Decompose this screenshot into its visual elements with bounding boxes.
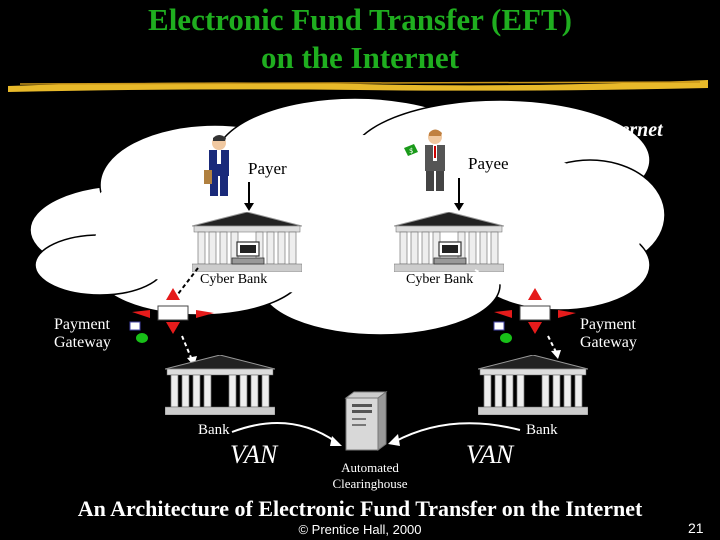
payment-gateway-left-label: Payment Gateway bbox=[54, 316, 111, 351]
cyberbank-left-to-gateway-arrow bbox=[177, 267, 199, 295]
van-right-label: VAN bbox=[466, 440, 514, 469]
svg-text:$: $ bbox=[409, 147, 413, 155]
bank-left-icon bbox=[165, 355, 275, 415]
payee-to-cyberbank-arrow bbox=[454, 178, 464, 211]
bank-right-icon bbox=[478, 355, 588, 415]
payer-label: Payer bbox=[248, 159, 287, 178]
bank-left-label: Bank bbox=[198, 422, 230, 438]
page-number: 21 bbox=[688, 520, 704, 536]
slide-title-line1: Electronic Fund Transfer (EFT) bbox=[148, 2, 572, 37]
title-underline bbox=[8, 80, 708, 92]
payer-person-icon bbox=[204, 135, 229, 196]
internet-cloud bbox=[29, 97, 666, 336]
payment-gateway-left-icon bbox=[129, 288, 214, 343]
clearinghouse-server-icon bbox=[344, 391, 388, 451]
van-left-arrow bbox=[231, 422, 342, 446]
payment-gateway-right-icon bbox=[493, 288, 576, 343]
payee-person-icon: $ bbox=[404, 129, 445, 191]
internet-label: Internet bbox=[596, 119, 663, 141]
gateway-right-to-bank-arrow bbox=[547, 335, 561, 359]
van-left-label: VAN bbox=[230, 440, 278, 469]
van-right-arrow bbox=[388, 422, 521, 446]
cyberbank-right-to-gateway-arrow bbox=[474, 269, 527, 297]
payment-gateway-right-label: Payment Gateway bbox=[580, 316, 637, 351]
clearinghouse-label: Automated Clearinghouse bbox=[332, 460, 408, 491]
cyber-bank-left-label: Cyber Bank bbox=[200, 272, 268, 287]
payee-label: Payee bbox=[468, 154, 509, 173]
payer-to-cyberbank-arrow bbox=[244, 182, 254, 211]
diagram-caption: An Architecture of Electronic Fund Trans… bbox=[77, 496, 643, 521]
slide-title-line2: on the Internet bbox=[260, 40, 460, 75]
bank-right-label: Bank bbox=[526, 422, 558, 438]
copyright-text: © Prentice Hall, 2000 bbox=[298, 522, 422, 537]
cyber-bank-right-label: Cyber Bank bbox=[406, 272, 474, 287]
